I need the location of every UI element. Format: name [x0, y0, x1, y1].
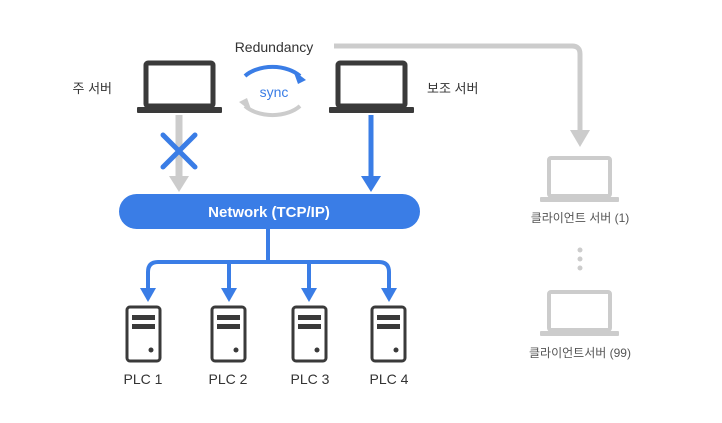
plc-4-unit-icon [370, 305, 407, 363]
backup-link-arrowhead [361, 176, 381, 192]
redundancy-arrowhead [570, 130, 590, 147]
client-server-1-laptop-icon [540, 156, 619, 202]
network-bar [119, 194, 420, 229]
ellipsis-dots [577, 247, 583, 271]
plc-3-label: PLC 3 [291, 371, 330, 387]
plc-2-unit-icon [210, 305, 247, 363]
plc-1-label: PLC 1 [124, 371, 163, 387]
plc-4-label: PLC 4 [370, 371, 409, 387]
primary-server-label: 주 서버 [73, 81, 113, 96]
sync-cycle-icon [239, 64, 306, 118]
plc-arrowheads [140, 288, 397, 302]
primary-server-laptop-icon [137, 60, 222, 113]
redundancy-arrow-line [334, 43, 583, 132]
client-server-99-laptop-icon [540, 290, 619, 336]
client-server-99-label: 클라이언트서버 (99) [529, 346, 631, 360]
plc-2-label: PLC 2 [209, 371, 248, 387]
plc-distribution-lines [146, 229, 391, 290]
plc-3-unit-icon [291, 305, 328, 363]
redundancy-label: Redundancy [235, 39, 314, 55]
client-server-1-label: 클라이언트 서버 (1) [531, 211, 630, 225]
backup-server-laptop-icon [329, 60, 414, 113]
plc-1-unit-icon [125, 305, 162, 363]
connection-failed-x-icon [160, 132, 198, 170]
primary-link-arrowhead [169, 176, 189, 192]
network-label: Network (TCP/IP) [208, 204, 330, 221]
backup-server-label: 보조 서버 [427, 81, 478, 96]
sync-label: sync [260, 84, 289, 100]
